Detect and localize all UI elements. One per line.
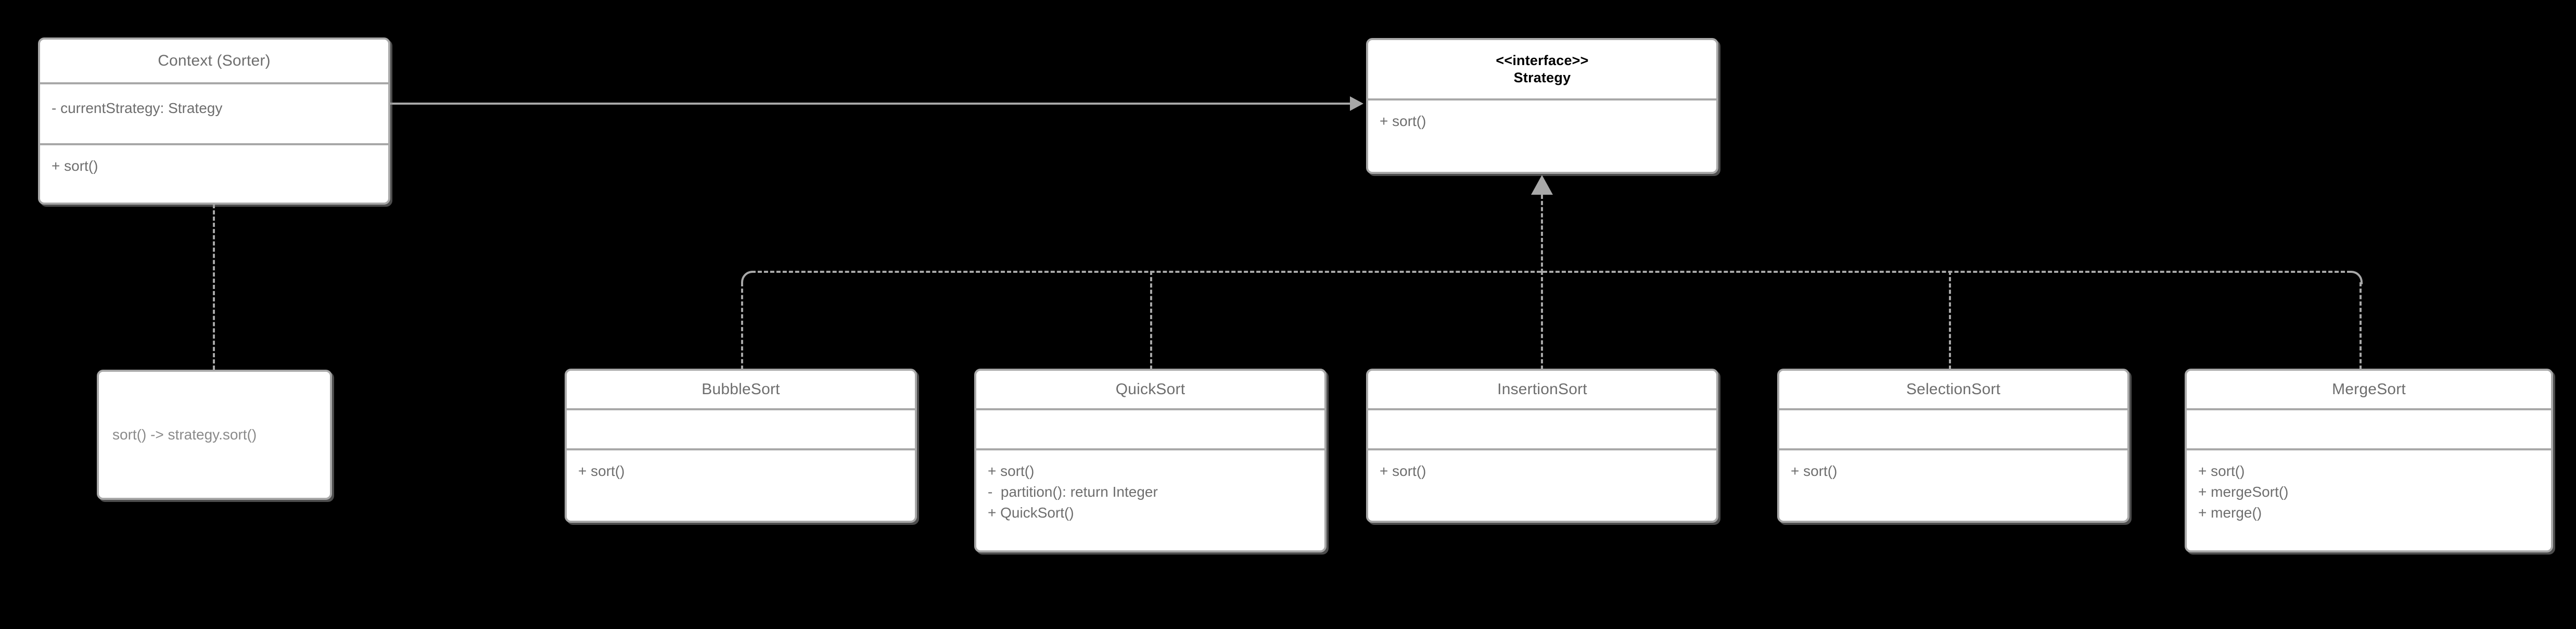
class-box-bubblesort[interactable]: BubbleSort + sort() [565,369,917,523]
association-arrowhead-icon [1350,96,1363,111]
stereotype-label: <<interface>> [1496,53,1589,69]
class-name-label: BubbleSort [702,381,780,398]
class-box-insertionsort[interactable]: InsertionSort + sort() [1366,369,1718,523]
class-title-strategy: <<interface>> Strategy [1368,40,1716,98]
attribute-list: - currentStrategy: Strategy [40,84,388,119]
method-list: + sort() - partition(): return Integer +… [976,450,1324,523]
class-methods-insertionsort: + sort() [1368,448,1716,521]
realization-bus-line [751,271,2351,273]
class-methods-quicksort: + sort() - partition(): return Integer +… [976,448,1324,550]
class-name-label: QuickSort [1115,381,1185,398]
note-link-line [213,204,215,370]
class-methods-mergesort: + sort() + mergeSort() + merge() [2187,448,2551,550]
realization-drop-insertionsort [1541,271,1543,370]
realization-drop-bubblesort [741,282,743,370]
realization-drop-quicksort [1150,271,1152,370]
method-item: + merge() [2198,504,2262,521]
bus-corner-right [2349,271,2363,284]
class-box-strategy[interactable]: <<interface>> Strategy + sort() [1366,38,1718,174]
note-box[interactable]: sort() -> strategy.sort() [97,370,332,500]
class-attributes-quicksort [976,408,1324,448]
class-attributes-insertionsort [1368,408,1716,448]
method-list: + sort() + mergeSort() + merge() [2187,450,2551,523]
class-name-label: Strategy [1513,70,1571,85]
realization-stem-to-bus [1541,195,1543,273]
class-name-label: MergeSort [2332,381,2406,398]
class-methods-strategy: + sort() [1368,98,1716,172]
class-methods-context: + sort() [40,143,388,203]
class-title-mergesort: MergeSort [2187,371,2551,408]
class-title-insertionsort: InsertionSort [1368,371,1716,408]
method-item: + sort() [52,158,98,174]
class-box-selectionsort[interactable]: SelectionSort + sort() [1777,369,2129,523]
method-item: + QuickSort() [988,504,1074,521]
class-attributes-selectionsort [1779,408,2127,448]
class-name-label: Context (Sorter) [158,52,271,69]
method-item: + sort() [2198,463,2245,479]
realization-drop-mergesort [2360,282,2362,370]
class-title-bubblesort: BubbleSort [567,371,915,408]
method-list: + sort() [40,145,388,177]
association-line-context-strategy [390,103,1351,105]
method-list: + sort() [567,450,915,482]
class-box-quicksort[interactable]: QuickSort + sort() - partition(): return… [974,369,1327,552]
attribute-item: - currentStrategy: Strategy [52,100,223,116]
class-box-context[interactable]: Context (Sorter) - currentStrategy: Stra… [38,37,390,205]
method-item: + sort() [988,463,1035,479]
class-title-selectionsort: SelectionSort [1779,371,2127,408]
method-item: + sort() [1380,463,1426,479]
class-title-context: Context (Sorter) [40,40,388,82]
bus-corner-left [741,271,755,284]
method-list: + sort() [1779,450,2127,482]
class-methods-selectionsort: + sort() [1779,448,2127,521]
method-item: + sort() [1791,463,1838,479]
class-name-label: SelectionSort [1906,381,2001,398]
method-item: + sort() [1380,113,1426,129]
class-box-mergesort[interactable]: MergeSort + sort() + mergeSort() + merge… [2185,369,2553,552]
class-attributes-context: - currentStrategy: Strategy [40,82,388,143]
class-attributes-bubblesort [567,408,915,448]
class-attributes-mergesort [2187,408,2551,448]
method-item: + sort() [578,463,625,479]
method-list: + sort() [1368,450,1716,482]
class-title-quicksort: QuickSort [976,371,1324,408]
method-item: - partition(): return Integer [988,483,1158,500]
method-list: + sort() [1368,100,1716,132]
realization-arrowhead-icon [1531,175,1553,195]
class-methods-bubblesort: + sort() [567,448,915,521]
class-name-label: InsertionSort [1497,381,1587,398]
note-text: sort() -> strategy.sort() [112,426,257,443]
method-item: + mergeSort() [2198,483,2289,500]
realization-drop-selectionsort [1949,271,1951,370]
